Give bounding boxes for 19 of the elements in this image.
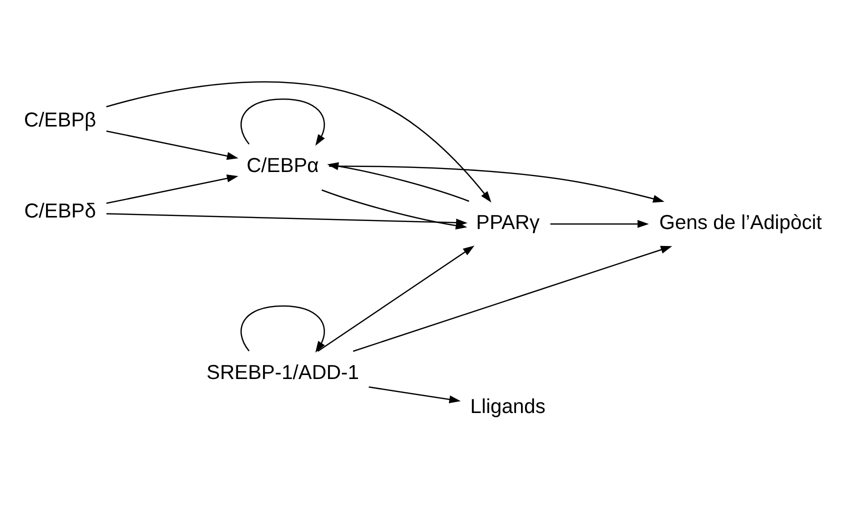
arrow [106, 212, 467, 226]
node-text: Gens de l’Adipòcit [658, 211, 822, 234]
arrow [368, 386, 460, 403]
node-text: C/EBPβ [24, 109, 96, 132]
arrow [106, 130, 238, 160]
node-text: Lligands [470, 395, 545, 418]
arrow [328, 165, 664, 202]
arrow [240, 304, 324, 352]
arrow [326, 162, 469, 202]
node-text: PPARγ [476, 211, 540, 234]
node-text: C/EBPδ [24, 200, 96, 222]
arrow [352, 245, 672, 352]
node-text: C/EBPα [246, 154, 318, 176]
arrow [240, 98, 324, 146]
arrow [316, 245, 474, 352]
arrow [550, 219, 648, 228]
arrow [106, 174, 238, 204]
node-text: SREBP-1/ADD-1 [206, 361, 358, 384]
arrow [106, 80, 491, 202]
